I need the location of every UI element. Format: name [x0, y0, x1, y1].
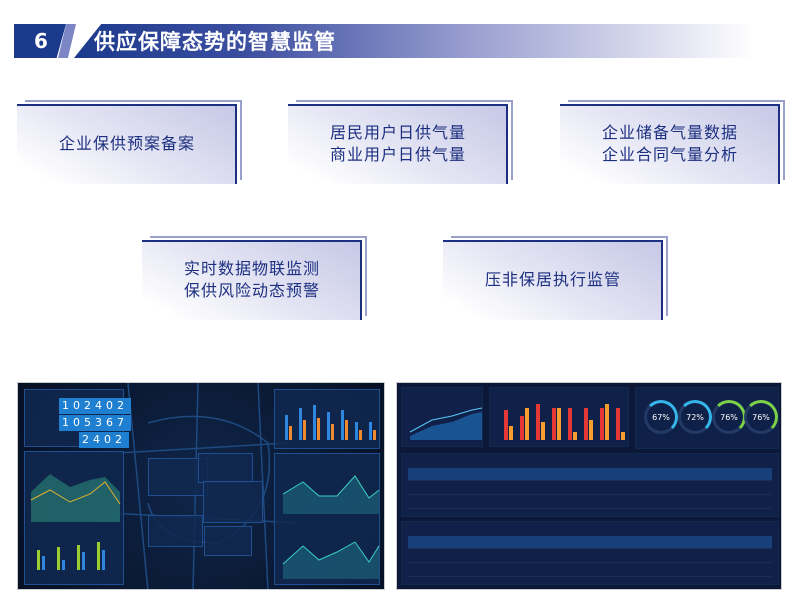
dashboard-map-screenshot: 102402 105367 2402: [17, 382, 385, 590]
map-info-popup: [198, 453, 253, 483]
card-text: 企业保供预案备案: [58, 134, 195, 153]
gauge-value: 67%: [652, 412, 670, 422]
dashboard-table-screenshot: 67% 72% 76% 76%: [396, 382, 782, 590]
line-chart-panel: [274, 453, 380, 585]
counter-panel: 102402 105367 2402: [24, 389, 131, 448]
table-row: [408, 564, 772, 577]
map-info-popup: [204, 526, 252, 556]
card-text: 居民用户日供气量: [329, 123, 466, 142]
red-bar-chart: [504, 404, 625, 440]
counter-row: 105367: [59, 415, 133, 431]
card-text: 压非保居执行监管: [484, 270, 621, 289]
section-title: 供应保障态势的智慧监管: [94, 30, 336, 54]
counter-row: 2402: [79, 432, 131, 448]
bar-chart-panel: [274, 389, 380, 449]
data-table-panel: [401, 453, 779, 517]
trend-chart-panel: [401, 387, 483, 447]
table-row: [408, 496, 772, 509]
section-title-bar: 供应保障态势的智慧监管: [74, 24, 754, 58]
card-text: 企业储备气量数据: [601, 123, 738, 142]
map-info-popup: [148, 515, 203, 547]
feature-card-daily-supply: 居民用户日供气量商业用户日供气量: [288, 100, 513, 184]
feature-card-iot-monitoring: 实时数据物联监测保供风险动态预警: [142, 236, 367, 320]
table-row: [408, 550, 772, 563]
area-chart-panel: [24, 451, 124, 585]
trend-chart: [409, 407, 483, 440]
gauge-value: 72%: [686, 412, 704, 422]
gauge: 72%: [678, 400, 712, 434]
data-table-panel: [401, 521, 779, 585]
gauge-value: 76%: [720, 412, 738, 422]
section-number-badge: 6: [14, 24, 66, 58]
card-text: 实时数据物联监测: [183, 259, 320, 278]
table-header: [408, 468, 772, 481]
table-header: [408, 536, 772, 549]
gauge-value: 76%: [752, 412, 770, 422]
gauge: 67%: [644, 400, 678, 434]
bar-chart: [285, 405, 376, 440]
feature-card-enforcement: 压非保居执行监管: [443, 236, 668, 320]
line-charts: [282, 475, 380, 579]
feature-card-plan-filing: 企业保供预案备案: [17, 100, 242, 184]
card-text: 企业合同气量分析: [601, 145, 738, 164]
section-number: 6: [34, 29, 48, 53]
table-row: [408, 482, 772, 495]
gauge: 76%: [744, 400, 778, 434]
red-bar-chart-panel: [489, 387, 629, 447]
area-chart: [30, 474, 121, 570]
gauge: 76%: [712, 400, 746, 434]
counter-row: 102402: [59, 398, 133, 414]
gauge-panel: 67% 72% 76% 76%: [635, 387, 779, 449]
map-info-popup: [203, 481, 263, 523]
card-text: 保供风险动态预警: [183, 281, 320, 300]
feature-card-reserve-analysis: 企业储备气量数据企业合同气量分析: [560, 100, 785, 184]
card-text: 商业用户日供气量: [329, 145, 466, 164]
